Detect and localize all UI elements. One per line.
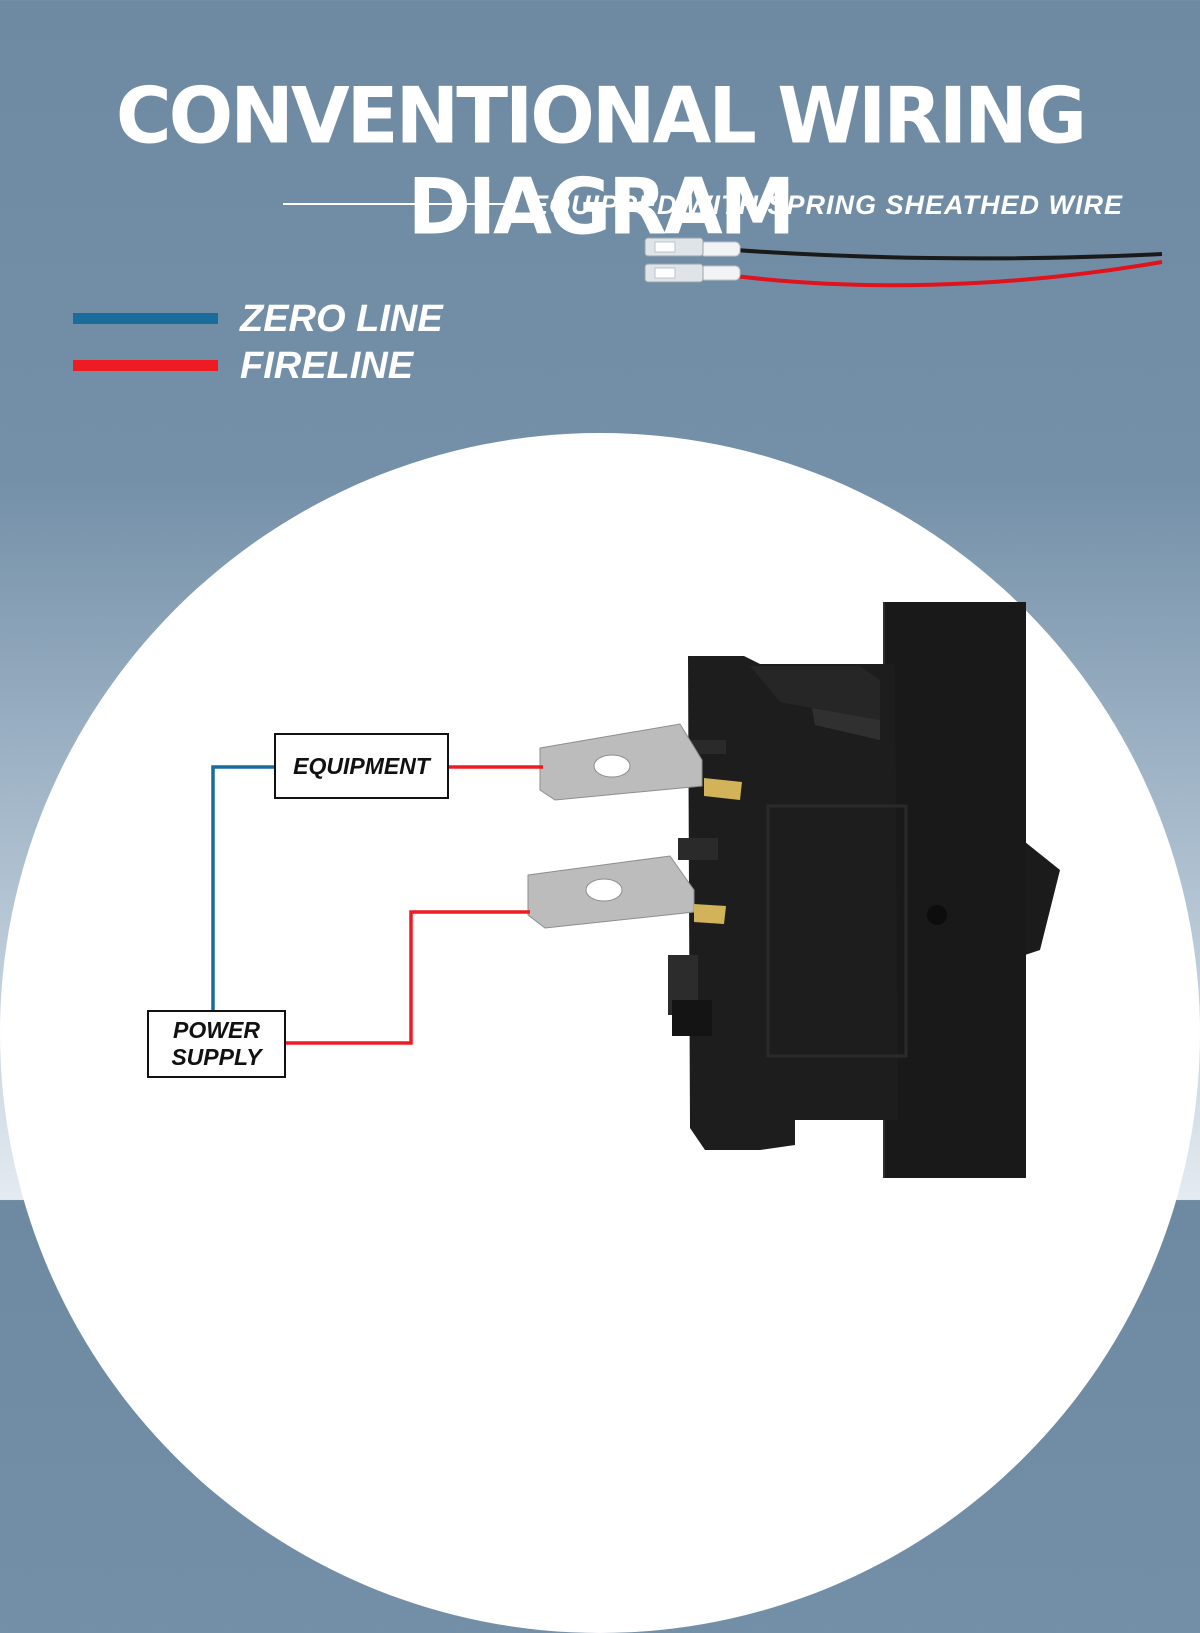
- power-supply-box: POWER SUPPLY: [147, 1010, 286, 1078]
- subtitle-divider: [283, 203, 518, 205]
- subtitle: EQUIPPED WITH SPRING SHEATHED WIRE: [530, 190, 1124, 220]
- legend-label-fireline: FIRELINE: [240, 345, 414, 387]
- spring-sheathed-wire-icon: [644, 237, 1163, 288]
- wiring-art: [211, 237, 1163, 1178]
- rocker-switch-icon: [527, 602, 1060, 1178]
- legend-label-zero-line: ZERO LINE: [240, 298, 443, 340]
- zero-line-wire: [211, 765, 275, 1012]
- equipment-box: EQUIPMENT: [274, 733, 449, 799]
- legend-swatch-fireline: [73, 360, 218, 371]
- page-title: CONVENTIONAL WIRING DIAGRAM: [115, 70, 1087, 252]
- legend-swatch-zero-line: [73, 313, 218, 324]
- fire-line-wire-power: [285, 910, 530, 1045]
